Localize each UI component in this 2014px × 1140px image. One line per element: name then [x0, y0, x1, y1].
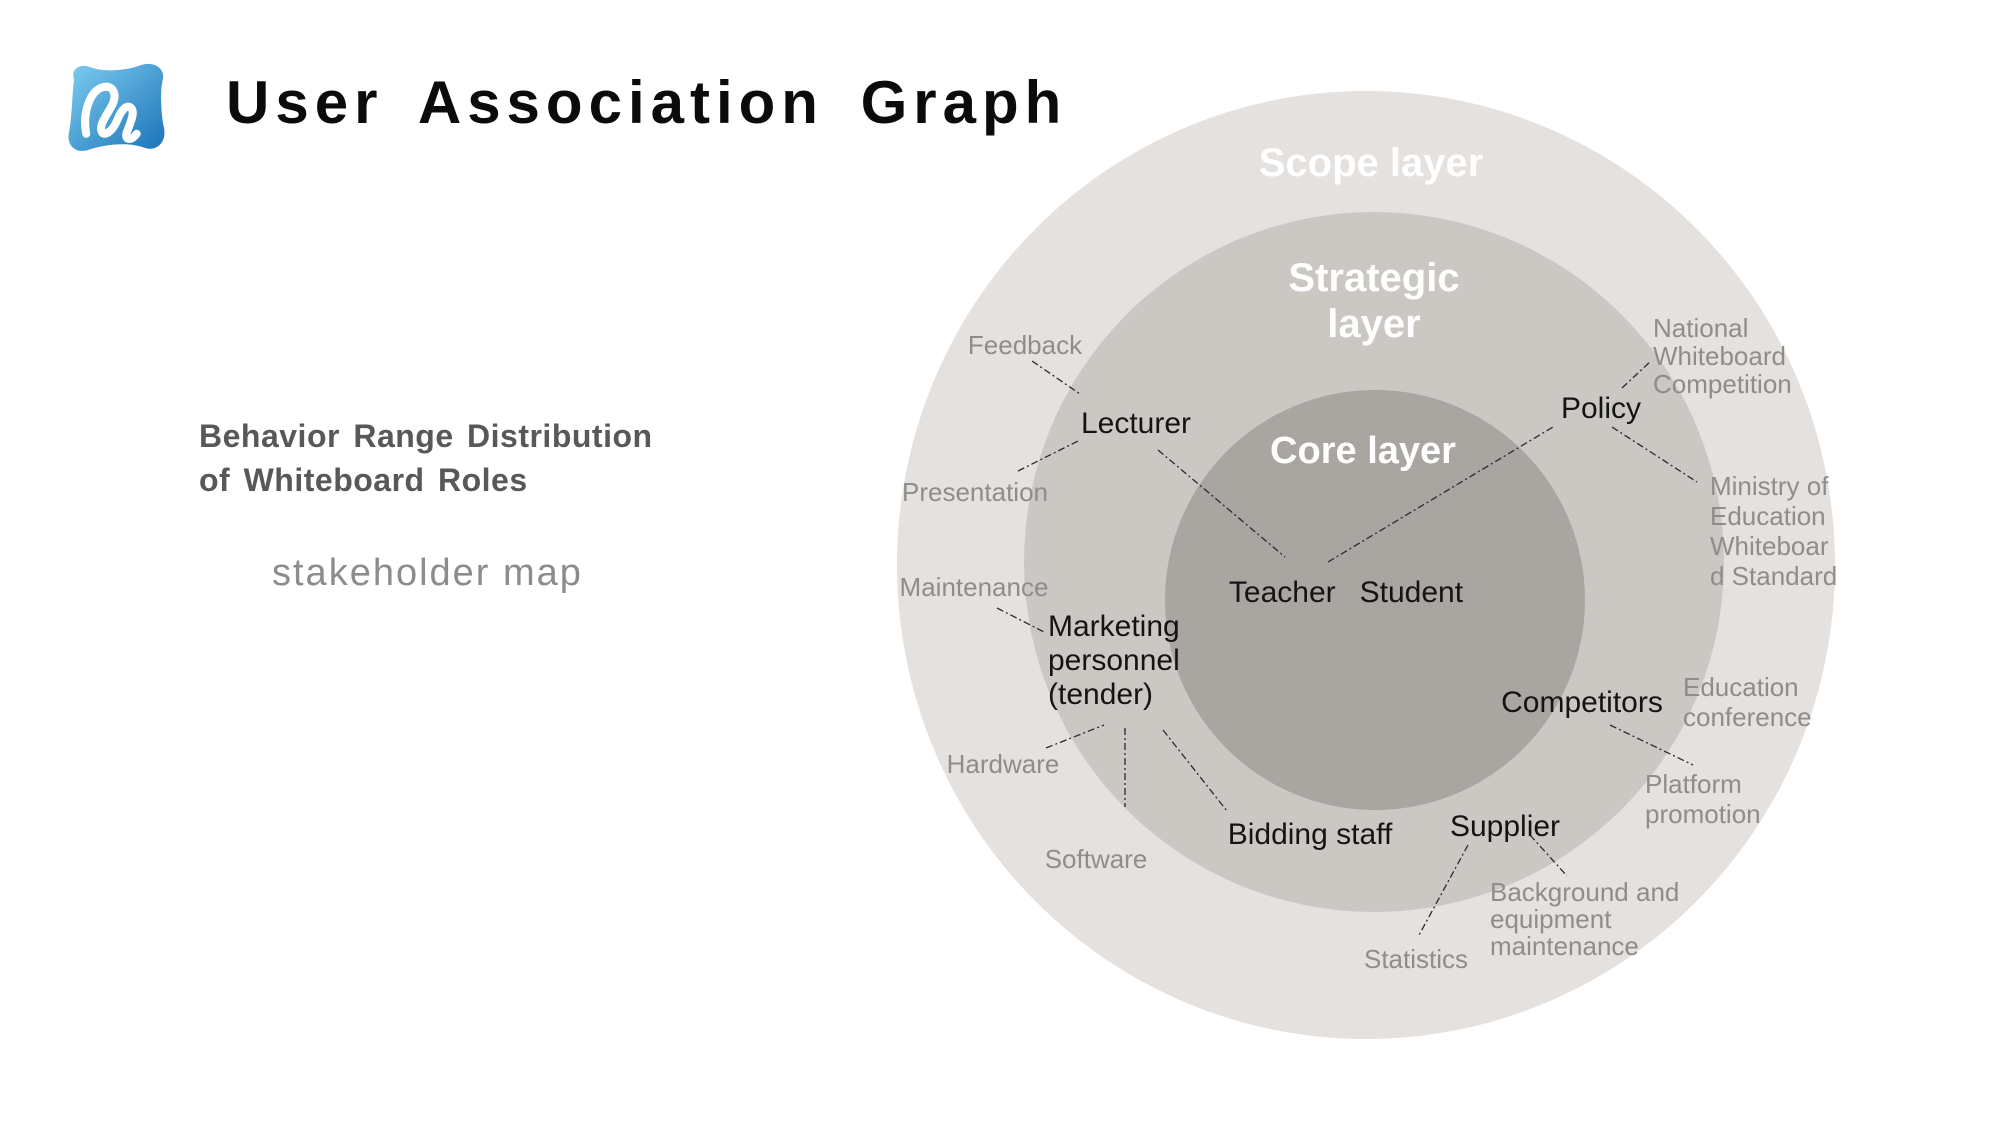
satellite-maintenance: Maintenance [899, 572, 1049, 602]
node-bidding-staff: Bidding staff [1227, 818, 1393, 851]
connector-marketing-bidding [1162, 729, 1228, 812]
node-teacher-student: Teacher Student [1229, 576, 1463, 610]
diagram-heading: Behavior Range Distribution of Whiteboar… [199, 414, 653, 502]
satellite-background-equipment-maintenance: Background and equipment maintenance [1490, 877, 1680, 961]
app-logo [62, 58, 170, 156]
node-supplier: Supplier [1449, 810, 1561, 843]
satellite-presentation: Presentation [902, 477, 1048, 507]
connector-core-policy [1327, 426, 1554, 563]
satellite-ministry-of-education: Ministry of Education Whiteboar d Standa… [1710, 471, 1838, 591]
satellite-platform-promotion: Platform promotion [1645, 769, 1761, 829]
node-policy: Policy [1560, 392, 1642, 425]
core-layer-circle [1165, 390, 1585, 810]
connector-lecturer-core [1157, 449, 1286, 558]
node-marketing-personnel: Marketing personnel (tender) [1048, 610, 1180, 711]
node-lecturer: Lecturer [1080, 407, 1192, 440]
strategic-layer-label: Strategic layer [1288, 256, 1460, 346]
connector-supplier-statistics [1417, 844, 1469, 938]
diagram-subtitle: stakeholder map [272, 552, 583, 594]
connector-policy-national [1621, 360, 1652, 389]
connector-presentation-lecturer [1017, 440, 1079, 472]
page-title: User Association Graph [226, 69, 1068, 136]
satellite-statistics: Statistics [1363, 944, 1469, 974]
satellite-education-conference: Education conference [1683, 672, 1812, 732]
connector-supplier-background [1529, 834, 1568, 877]
node-competitors: Competitors [1501, 686, 1663, 719]
diagram-heading-line2: of Whiteboard Roles [199, 462, 528, 498]
connector-maintenance-marketing [996, 607, 1047, 634]
satellite-national-whiteboard-competition: National Whiteboard Competition [1653, 313, 1792, 399]
diagram-heading-line1: Behavior Range Distribution [199, 418, 653, 454]
core-layer-label: Core layer [1270, 430, 1456, 472]
scope-layer-label: Scope layer [1258, 141, 1484, 185]
connector-hardware-marketing [1045, 724, 1105, 749]
satellite-feedback: Feedback [967, 330, 1083, 360]
connector-competitors-platform [1609, 724, 1694, 766]
node-student: Student [1359, 576, 1464, 609]
node-teacher: Teacher [1228, 576, 1336, 609]
whiteboard-app-logo-icon [68, 63, 165, 151]
connector-feedback-lecturer [1031, 360, 1081, 395]
satellite-software: Software [1044, 844, 1148, 874]
connector-policy-ministry [1611, 426, 1698, 483]
satellite-hardware: Hardware [946, 749, 1060, 779]
